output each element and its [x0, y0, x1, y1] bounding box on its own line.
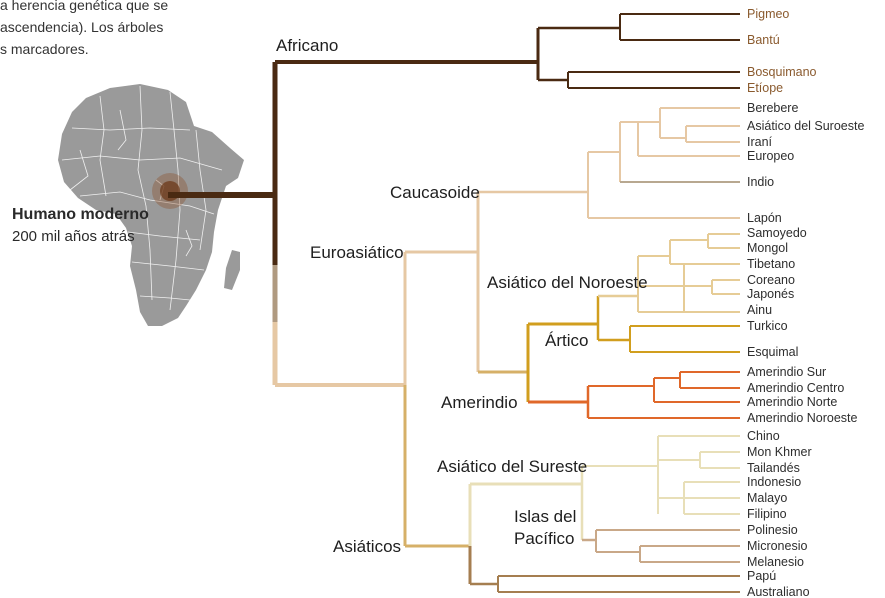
leaf-bantu: Bantú: [747, 33, 780, 47]
label-islas-pacifico-1: Islas del: [514, 507, 576, 526]
leaf-lapon: Lapón: [747, 211, 782, 225]
label-asiaticos: Asiáticos: [333, 537, 401, 556]
root-subtitle: 200 mil años atrás: [12, 228, 135, 245]
leaf-irani: Iraní: [747, 135, 773, 149]
leaf-australiano: Australiano: [747, 585, 810, 598]
label-caucasoide: Caucasoide: [390, 183, 480, 202]
leaf-amerindio-centro: Amerindio Centro: [747, 381, 844, 395]
intro-text: a herencia genética que se ascendencia).…: [0, 0, 200, 57]
leaf-etiope: Etíope: [747, 81, 783, 95]
leaf-melanesio: Melanesio: [747, 555, 804, 569]
leaf-asiatico-suroeste: Asiático del Suroeste: [747, 119, 864, 133]
leaf-chino: Chino: [747, 429, 780, 443]
leaf-ainu: Ainu: [747, 303, 772, 317]
map-borders: [61, 85, 223, 311]
label-asiatico-noroeste: Asiático del Noroeste: [487, 273, 648, 292]
leaf-europeo: Europeo: [747, 149, 794, 163]
intro-line-2: ascendencia). Los árboles: [0, 19, 164, 35]
leaf-bosquimano: Bosquimano: [747, 65, 817, 79]
leaf-pigmeo: Pigmeo: [747, 7, 789, 21]
intro-line-1: a herencia genética que se: [0, 0, 169, 13]
leaf-amerindio-noroeste: Amerindio Noroeste: [747, 411, 858, 425]
leaf-coreano: Coreano: [747, 273, 795, 287]
label-amerindio: Amerindio: [441, 393, 518, 412]
label-asiatico-sureste: Asiático del Sureste: [437, 457, 587, 476]
label-artico: Ártico: [545, 331, 588, 350]
madagascar-shape: [224, 250, 240, 290]
leaf-amerindio-norte: Amerindio Norte: [747, 395, 837, 409]
leaf-mongol: Mongol: [747, 241, 788, 255]
leaf-indio: Indio: [747, 175, 774, 189]
leaf-berebere: Berebere: [747, 101, 798, 115]
leaf-papu: Papú: [747, 569, 776, 583]
leaf-tibetano: Tibetano: [747, 257, 795, 271]
leaf-indonesio: Indonesio: [747, 475, 801, 489]
root-title: Humano moderno: [12, 206, 149, 223]
leaf-amerindio-sur: Amerindio Sur: [747, 365, 826, 379]
leaf-polinesio: Polinesio: [747, 523, 798, 537]
leaf-tailandes: Tailandés: [747, 461, 800, 475]
label-africano: Africano: [276, 36, 338, 55]
label-euroasiatico: Euroasiático: [310, 243, 404, 262]
leaf-turkico: Turkico: [747, 319, 788, 333]
label-islas-pacifico-2: Pacífico: [514, 529, 574, 548]
leaf-malayo: Malayo: [747, 491, 787, 505]
leaf-mon-khmer: Mon Khmer: [747, 445, 812, 459]
intro-line-3: s marcadores.: [0, 41, 89, 57]
leaf-micronesio: Micronesio: [747, 539, 807, 553]
leaf-filipino: Filipino: [747, 507, 787, 521]
leaf-samoyedo: Samoyedo: [747, 226, 807, 240]
leaf-esquimal: Esquimal: [747, 345, 798, 359]
leaf-japones: Japonés: [747, 287, 794, 301]
africa-map: [58, 84, 244, 326]
root-label: Humano moderno 200 mil años atrás: [12, 204, 149, 248]
